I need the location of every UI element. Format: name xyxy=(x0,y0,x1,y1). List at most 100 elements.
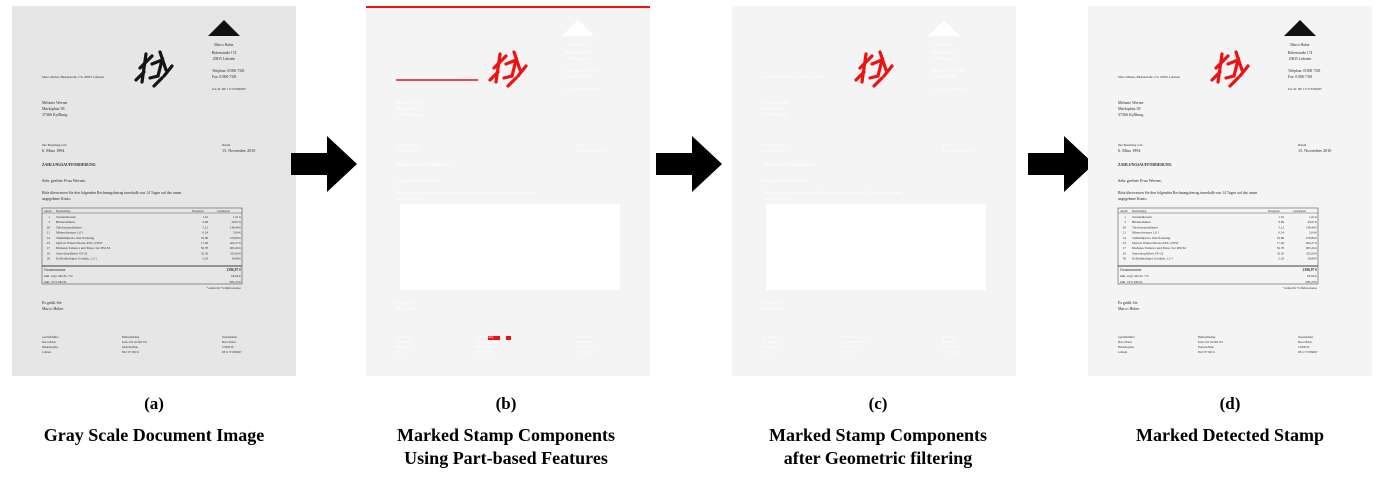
document-text: 9.99 xyxy=(202,220,208,224)
document-text: 6. März 1994 xyxy=(762,148,785,153)
document-text: 19.99 xyxy=(201,236,209,240)
document-text: Birkenstraße 174 xyxy=(566,51,591,55)
document-text: Marco Huber xyxy=(1118,306,1140,311)
document-text: Marco Huber xyxy=(1290,43,1310,47)
document-text: ZAHLUNGSAUFFORDERUNG xyxy=(396,163,450,167)
document-text: angegebene Konto. xyxy=(1118,197,1147,201)
document-text: Bilderrahmen xyxy=(56,220,75,224)
document-text: Geschäftsführer xyxy=(42,336,59,339)
document-text: DE 117153560097 xyxy=(576,351,596,354)
document-text: inkl. 19% MwSt. xyxy=(1120,280,1143,284)
document-text: BLZ 357 902 01 xyxy=(1198,351,1216,354)
document-text: Telephon: 01000 7303 xyxy=(1288,69,1320,73)
document-text: 37366 Kyllburg xyxy=(1118,112,1143,117)
document-text: 32.56 xyxy=(201,251,209,255)
document-text: Ihre Bestellung vom xyxy=(762,143,787,147)
document-text: DE 117153560097 xyxy=(942,351,962,354)
document-text: 5.12 xyxy=(1278,225,1284,229)
company-logo-icon xyxy=(928,20,960,36)
document-text: Bitte überweisen Sie den folgenden Rechn… xyxy=(762,191,901,195)
document-text: 17 xyxy=(47,246,51,250)
panel-c-caption-line-2: after Geometric filtering xyxy=(783,448,973,468)
document-text: 20835 Lohstein xyxy=(567,57,590,61)
document-text: 279,86 € xyxy=(230,236,242,241)
document-text: 965,26 € xyxy=(1306,246,1318,251)
document-text: Datum xyxy=(576,143,585,147)
document-text: 125009-58 xyxy=(1298,346,1310,349)
document-text: Lohstein xyxy=(762,351,772,354)
document-text: 37366 Kyllburg xyxy=(762,112,787,117)
invoice-table xyxy=(41,207,243,285)
document-text: Anzahl xyxy=(1120,210,1128,213)
document-text: Birkenstraße 174 xyxy=(212,51,237,55)
document-text: 56.78 xyxy=(1277,246,1285,250)
document-text: 1 xyxy=(48,215,50,219)
document-text: 325,60 € xyxy=(230,251,242,256)
document-text: 2196,97 € xyxy=(1303,268,1318,272)
document-text: inkl. zzgl. MwSt. 7% xyxy=(44,274,73,278)
document-text: 402,27 € xyxy=(230,241,242,246)
panel-c-label: (c) xyxy=(868,394,888,413)
document-text: 305,29 € xyxy=(1305,280,1317,285)
document-text: Mineralwasser 1,0 l xyxy=(1132,231,1159,236)
document-text: Marco Huber xyxy=(222,341,236,344)
document-text: Es grüßt Sie xyxy=(396,300,416,305)
document-text: Geschäftsführer xyxy=(1118,336,1135,339)
document-text: 21 xyxy=(47,231,51,235)
document-text: ZAHLUNGSAUFFORDERUNG xyxy=(762,163,816,167)
document-text: 3 xyxy=(48,220,50,224)
document-text: Steuernummer xyxy=(1298,336,1313,339)
document-text: Geschäftsführer xyxy=(396,336,413,339)
document-text: 1 xyxy=(1124,215,1126,219)
document-text: 21 xyxy=(1123,231,1127,235)
document-text: Melanie Werner xyxy=(1118,100,1144,105)
document-text: Koffeinhaltiges Getränk, 1,5 l xyxy=(1132,257,1173,262)
document-text: Marktplatz 58 xyxy=(1118,106,1141,111)
document-text: Bilderrahmen xyxy=(1132,220,1151,224)
company-logo-icon xyxy=(1284,20,1316,36)
document-text: 15. November 2010 xyxy=(1298,148,1331,153)
document-text: 10 xyxy=(47,251,51,255)
document-text: Sehr geehrte Frau Werner, xyxy=(762,178,806,184)
document-text: Marco Huber xyxy=(942,341,956,344)
document-text: Marco Huber, Birkenstraße 174, 20835 Loh… xyxy=(396,75,458,80)
document-text: Telefonanschlüssel xyxy=(56,225,82,229)
panel-d-label: (d) xyxy=(1219,394,1241,413)
document-text: Handelsregister xyxy=(396,346,412,349)
document-text: Telefonanschlüssel xyxy=(1132,225,1158,229)
document-text: 18 xyxy=(1123,257,1127,261)
document-text: Mineralwasser 1,0 l xyxy=(56,231,83,236)
document-text: Beschreibung xyxy=(56,210,71,213)
document-text: 2.18 xyxy=(1278,257,1284,261)
document-text: Birkenstraße 174 xyxy=(1288,51,1313,55)
document-text: Es grüßt Sie xyxy=(762,300,782,305)
document-text: Deutsche Bank xyxy=(476,346,492,349)
panel-a-caption-line-1: Gray Scale Document Image xyxy=(43,425,265,445)
document-text: 5,04 € xyxy=(1309,231,1317,236)
document-text: 6. März 1994 xyxy=(1118,148,1141,153)
document-text: 17.49 xyxy=(1277,241,1285,245)
document-text: 20835 Lohstein xyxy=(933,57,956,61)
document-text: Konto 100 192 600 334 xyxy=(842,341,867,344)
document-text: 32.56 xyxy=(1277,251,1285,255)
document-text: Fax: 01000 7303 xyxy=(566,75,591,79)
document-text: ZAHLUNGSAUFFORDERUNG xyxy=(42,163,96,167)
invoice-table xyxy=(1117,207,1319,285)
document-text: Koffeinhaltiges Getränk, 1,5 l xyxy=(56,257,97,262)
document-text: 23 xyxy=(1123,241,1127,245)
document-text: Marco Huber xyxy=(934,43,954,47)
document-text: 6. März 1994 xyxy=(396,148,419,153)
document-text: Bitte überweisen Sie den folgenden Rechn… xyxy=(42,191,181,195)
document-text: Einzelpreis xyxy=(1268,210,1280,213)
document-text: Ust-Id: DE 117153560097 xyxy=(212,87,246,91)
document-text: Marco Huber xyxy=(1298,341,1312,344)
document-text: Optical Wheel Mouse PXC-233W xyxy=(1132,241,1179,245)
document-text: 5.12 xyxy=(202,225,208,229)
document-text: Steuernummer xyxy=(222,336,237,339)
document-text: 1.61 xyxy=(1278,215,1284,219)
document-text: 1,61 € xyxy=(233,215,241,220)
document-text: Sehr geehrte Frau Werner, xyxy=(1118,178,1162,184)
